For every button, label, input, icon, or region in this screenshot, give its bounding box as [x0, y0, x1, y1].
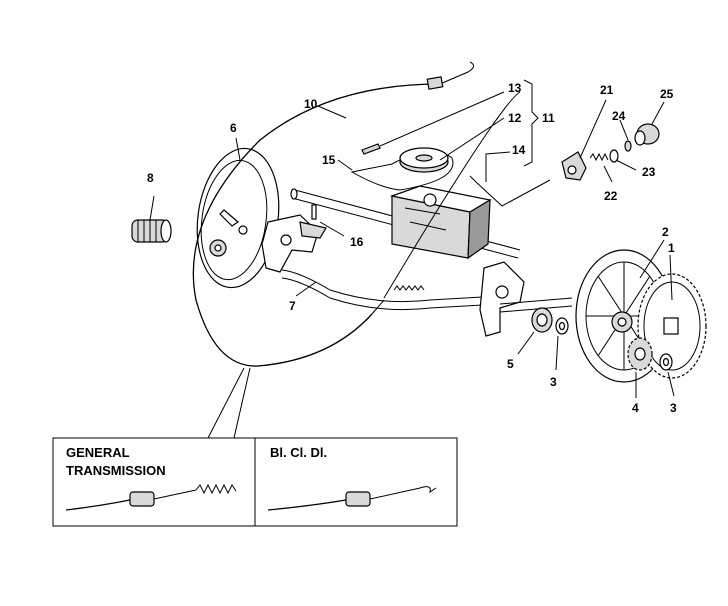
gearbox-housing: [389, 185, 492, 260]
callout-16: 16: [350, 235, 364, 249]
callout-25: 25: [660, 87, 674, 101]
callout-6: 6: [230, 121, 237, 135]
callout-13: 13: [508, 81, 522, 95]
callout-4: 4: [632, 401, 639, 415]
part-7-axle-rod: [281, 269, 501, 311]
part-13-pin: [361, 143, 381, 155]
callout-11: 11: [542, 111, 555, 125]
callout-labels: 1 2 3 3 4 5 6 7 8 10 11 12 13 14 15 16 2…: [147, 81, 677, 415]
left-bracket: [261, 214, 327, 273]
callout-23: 23: [642, 165, 656, 179]
cable-variant-inset: GENERAL TRANSMISSION Bl. Cl. Dl.: [52, 437, 458, 527]
callout-5: 5: [507, 357, 514, 371]
callout-10: 10: [304, 97, 318, 111]
part-4-pinion: [627, 337, 653, 371]
right-bracket: [479, 261, 573, 337]
part-24-nut: [624, 140, 632, 152]
callout-7: 7: [289, 299, 296, 313]
part-10-control-cable: [192, 61, 521, 367]
inset-transmission-caption: TRANSMISSION: [66, 463, 166, 478]
part-23-washer: [609, 149, 619, 163]
part-3-washer-left: [555, 317, 569, 335]
callout-24: 24: [612, 109, 626, 123]
part-6-disc-cover: [196, 147, 280, 289]
callout-12: 12: [508, 111, 522, 125]
callout-14: 14: [512, 143, 526, 157]
part-5-bearing: [531, 307, 553, 333]
callout-2: 2: [662, 225, 669, 239]
tension-spring: [393, 285, 425, 291]
callout-21: 21: [600, 83, 614, 97]
part-22-spring: [589, 152, 609, 162]
inset-blcldl-caption: Bl. Cl. Dl.: [270, 445, 327, 460]
part-25-knob-cap: [634, 123, 660, 146]
part-21-cable-holder: [561, 151, 587, 181]
callout-3b: 3: [670, 401, 677, 415]
callout-8: 8: [147, 171, 154, 185]
part-3-washer-right: [659, 353, 673, 371]
part-14-lever-rod: [469, 175, 551, 207]
leader-lines: [149, 79, 675, 439]
part-8-gear-bushing: [131, 219, 172, 243]
callout-3a: 3: [550, 375, 557, 389]
part-12-pulley: [399, 147, 449, 173]
inset-general-caption: GENERAL: [66, 445, 130, 460]
part-1-gear-ring: [637, 273, 707, 379]
callout-22: 22: [604, 189, 618, 203]
callout-1: 1: [668, 241, 675, 255]
callout-15: 15: [322, 153, 336, 167]
